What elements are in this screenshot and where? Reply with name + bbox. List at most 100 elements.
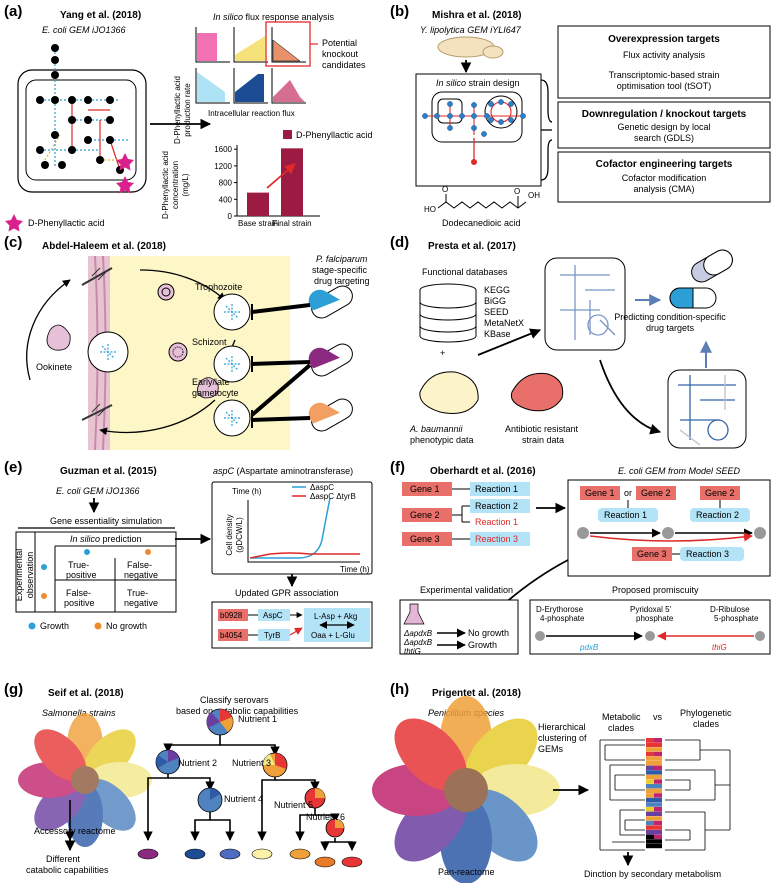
strip-cell (654, 747, 662, 752)
target-title: Overexpression targets (608, 34, 720, 45)
strip-cell (654, 825, 662, 830)
strip-cell (654, 779, 662, 784)
design-title: In silico strain design (436, 78, 520, 88)
no-growth-label: No growth (468, 628, 509, 638)
nogrowth-dot (145, 549, 151, 555)
target-line: optimisation tool (tSOT) (617, 81, 712, 91)
mosquito-icon (81, 403, 113, 421)
cluster-label: GEMs (538, 744, 564, 754)
db-item: MetaNetX (484, 318, 524, 328)
drug-label: stage-specific (312, 265, 368, 275)
y-tick-label: 1600 (214, 145, 232, 154)
strip-cell (654, 811, 662, 816)
y-tick-label: 800 (219, 179, 233, 188)
strip-cell (646, 784, 654, 789)
phylo-label: clades (693, 719, 720, 729)
bar (281, 148, 303, 216)
pill-icon (308, 285, 353, 319)
enzyme-label: AspC (263, 611, 283, 620)
growth-ylabel: Cell density(gDCW/L) (225, 514, 244, 555)
strip-cell (654, 784, 662, 789)
or-label: or (624, 488, 632, 498)
pheno-label: phenotypic data (410, 435, 474, 445)
strip-cell (646, 765, 654, 770)
promiscuity-box (529, 599, 771, 655)
network-model (544, 257, 626, 351)
pill-icon (308, 343, 353, 377)
oh-label: OH (528, 191, 540, 200)
strip-cell (654, 802, 662, 807)
strip-cell (646, 807, 654, 812)
pie-chart (325, 818, 345, 838)
gene-label: Gene 2 (705, 488, 735, 498)
vs-label: vs (653, 712, 663, 722)
time-bottom: Time (h) (340, 565, 370, 574)
panel-h-author: Prigentet al. (2018) (432, 688, 521, 699)
reaction-label: Reaction 1 (604, 510, 647, 520)
classify-label: based on catabolic capabilities (176, 706, 299, 716)
flask-icon (403, 603, 425, 625)
cell: negative (124, 598, 158, 608)
panel-e-letter: (e) (4, 459, 22, 476)
metabolite-node (577, 527, 589, 539)
gene-label: b0928 (220, 611, 243, 620)
plus: + (440, 348, 445, 358)
product-node (471, 159, 477, 165)
trophozoite-icon (157, 283, 175, 301)
met-label: L-Asp + Akg (314, 612, 357, 621)
condition-network (667, 369, 747, 449)
metabolic-dendrogram (599, 739, 645, 851)
bacterium-icon (184, 848, 206, 860)
x-tick-label: Base strain (238, 219, 278, 228)
result-label: Predicting condition-specific (614, 312, 726, 322)
db-item: KEGG (484, 285, 510, 295)
panel-c-author: Abdel-Haleem et al. (2018) (42, 241, 166, 252)
conc-ylabel: D-Phenyllactic acidconcentration(mg/L) (161, 151, 190, 219)
bacterium-icon (341, 856, 363, 868)
strip-cell (646, 779, 654, 784)
increase-arrow (266, 163, 296, 189)
distinction-label: Dinction by secondary metabolism (584, 869, 721, 879)
db-title: Functional databases (422, 267, 508, 277)
reaction-label: Reaction 3 (475, 534, 518, 544)
strip-cell (646, 820, 654, 826)
pie-chart (262, 752, 288, 778)
gametocyte-icon (197, 377, 219, 399)
target-line: Cofactor modification (622, 173, 707, 183)
legend-label: D-Phenyllactic acid (296, 130, 373, 140)
strip-cell (646, 797, 654, 803)
production-ylabel: D-Phenyllactic acidproduction rate (173, 76, 192, 144)
o-label: O (514, 187, 520, 196)
strain-label: ΔapdxB (403, 638, 433, 647)
bacterium-icon (137, 848, 159, 860)
strain-label: thtiG (404, 647, 421, 656)
x-tick-label: Final strain (272, 219, 311, 228)
stage-label: Ookinete (36, 362, 72, 372)
nutrient-label: Nutrient 1 (238, 714, 277, 724)
reaction-label: Reaction 3 (686, 549, 729, 559)
gene-label: b4054 (220, 631, 243, 640)
legend-aspc-tyrb: ΔaspC ΔtyrB (310, 492, 356, 501)
gene-title: aspC (Aspartate aminotransferase) (213, 466, 353, 476)
classify-label: Classify serovars (200, 695, 269, 705)
pill-icon (691, 249, 733, 283)
panel-a-letter: (a) (4, 3, 22, 20)
pdxb-label: pdxB (579, 643, 599, 652)
strip-cell (654, 793, 662, 798)
strain-label: ΔapdxB (403, 629, 433, 638)
panel-b: (b) Mishra et al. (2018) Y. lipolytica G… (390, 3, 771, 228)
y-tick-label: 400 (219, 195, 233, 204)
accessory-label: Accessory reactome (34, 826, 116, 836)
concentration-bar-chart: D-Phenyllactic acid D-Phenyllactic acidc… (161, 130, 373, 228)
stage-label: Early/late (192, 377, 230, 387)
strip-cell (654, 770, 662, 775)
pie-chart (304, 787, 326, 809)
growth-dot (84, 549, 90, 555)
result-label: drug targets (646, 323, 695, 333)
strip-cell (646, 816, 654, 821)
cluster-label: Hierarchical (538, 722, 586, 732)
overexpression-box (557, 25, 771, 99)
inhibition-bar (250, 363, 312, 417)
nutrient-label: Nutrient 4 (224, 794, 263, 804)
